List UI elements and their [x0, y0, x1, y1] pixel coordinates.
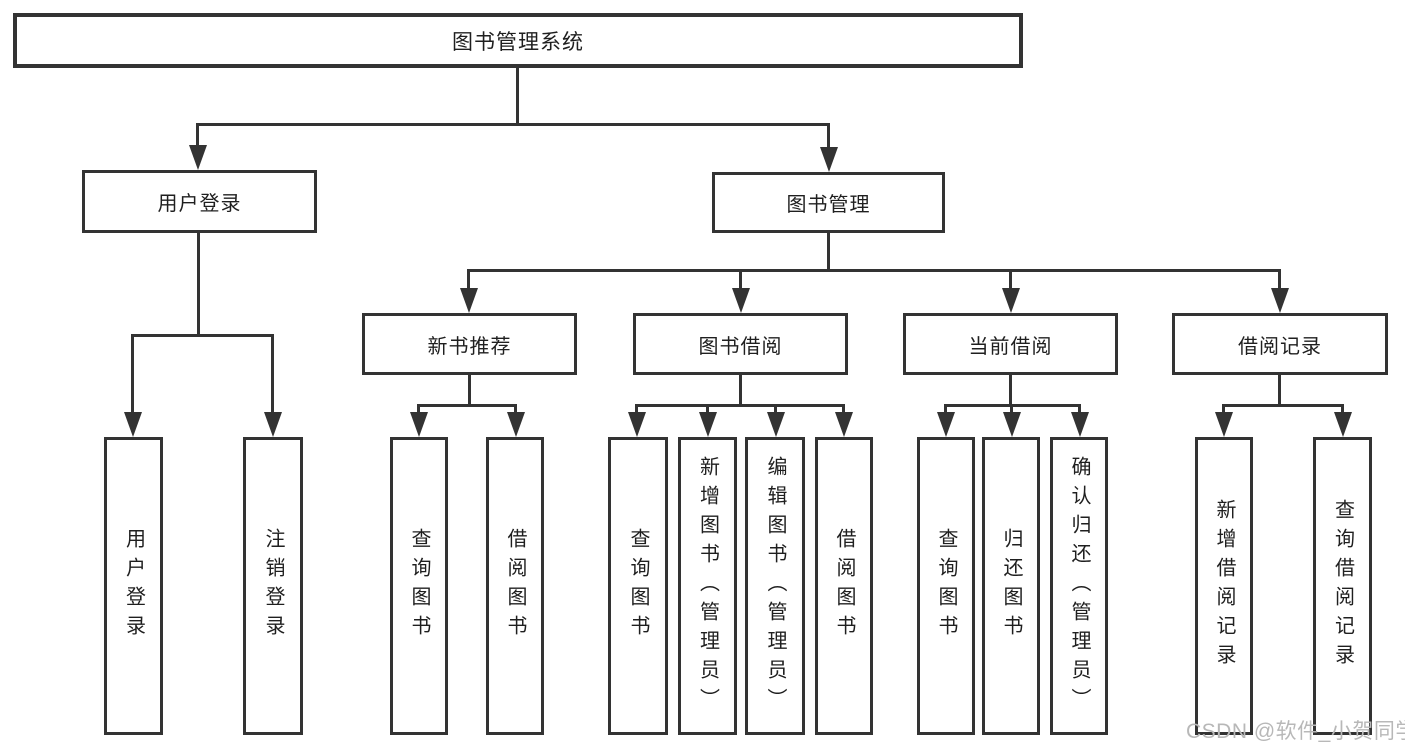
- arrowhead-down-icon: [410, 412, 428, 437]
- connector: [516, 68, 519, 125]
- node-user-login: 用户登录: [82, 170, 317, 233]
- leaf-user-login: 用户登录: [104, 437, 163, 735]
- leaf-add-books-admin: 新增图书（管理员）: [678, 437, 737, 735]
- connector: [1341, 404, 1344, 416]
- leaf-label: 查询图书: [935, 528, 957, 644]
- connector: [827, 233, 830, 272]
- leaf-label: 查询图书: [408, 528, 430, 644]
- arrowhead-down-icon: [937, 412, 955, 437]
- connector: [944, 404, 947, 416]
- node-library-management-system: 图书管理系统: [13, 13, 1023, 68]
- leaf-query-borrow-record: 查询借阅记录: [1313, 437, 1372, 735]
- connector: [197, 233, 200, 337]
- leaf-query-books-borrowing: 查询图书: [608, 437, 668, 735]
- node-book-management: 图书管理: [712, 172, 945, 233]
- arrowhead-down-icon: [732, 288, 750, 313]
- connector: [467, 269, 1281, 272]
- connector: [514, 404, 517, 416]
- connector: [706, 404, 709, 416]
- node-borrowing-records: 借阅记录: [1172, 313, 1388, 375]
- connector: [271, 334, 274, 414]
- connector: [467, 269, 470, 291]
- leaf-label: 归还图书: [1000, 528, 1022, 644]
- arrowhead-down-icon: [1334, 412, 1352, 437]
- arrowhead-down-icon: [507, 412, 525, 437]
- connector: [739, 375, 742, 407]
- connector: [196, 123, 830, 126]
- connector: [1009, 375, 1012, 407]
- leaf-label: 新增借阅记录: [1213, 499, 1235, 673]
- connector: [1078, 404, 1081, 416]
- arrowhead-down-icon: [820, 147, 838, 172]
- leaf-borrow-books: 借阅图书: [815, 437, 873, 735]
- leaf-label: 借阅图书: [504, 528, 526, 644]
- connector: [1278, 269, 1281, 291]
- connector: [635, 404, 638, 416]
- connector: [1009, 269, 1012, 291]
- arrowhead-down-icon: [767, 412, 785, 437]
- connector: [196, 123, 199, 151]
- connector: [842, 404, 845, 416]
- arrowhead-down-icon: [1271, 288, 1289, 313]
- arrowhead-down-icon: [835, 412, 853, 437]
- connector: [417, 404, 517, 407]
- connector: [417, 404, 420, 416]
- node-new-book-recommendation: 新书推荐: [362, 313, 577, 375]
- leaf-add-borrow-record: 新增借阅记录: [1195, 437, 1253, 735]
- arrowhead-down-icon: [189, 145, 207, 170]
- connector: [827, 123, 830, 151]
- leaf-label: 用户登录: [122, 528, 145, 644]
- connector: [1010, 404, 1013, 416]
- leaf-borrow-books-recommend: 借阅图书: [486, 437, 544, 735]
- leaf-label: 确认归还（管理员）: [1068, 455, 1090, 717]
- connector: [1278, 375, 1281, 407]
- arrowhead-down-icon: [1071, 412, 1089, 437]
- arrowhead-down-icon: [1215, 412, 1233, 437]
- connector: [635, 404, 845, 407]
- connector: [739, 269, 742, 291]
- arrowhead-down-icon: [1003, 412, 1021, 437]
- csdn-watermark: CSDN @软件_小贺同学: [1186, 720, 1405, 743]
- leaf-return-books: 归还图书: [982, 437, 1040, 735]
- leaf-label: 查询图书: [627, 528, 649, 644]
- leaf-edit-books-admin: 编辑图书（管理员）: [745, 437, 805, 735]
- leaf-query-books-recommend: 查询图书: [390, 437, 448, 735]
- arrowhead-down-icon: [264, 412, 282, 437]
- connector: [1222, 404, 1225, 416]
- connector: [131, 334, 134, 414]
- node-current-borrowing: 当前借阅: [903, 313, 1118, 375]
- node-book-borrowing: 图书借阅: [633, 313, 848, 375]
- leaf-query-books-current: 查询图书: [917, 437, 975, 735]
- connector: [774, 404, 777, 416]
- connector: [131, 334, 274, 337]
- arrowhead-down-icon: [1002, 288, 1020, 313]
- arrowhead-down-icon: [460, 288, 478, 313]
- leaf-label: 查询借阅记录: [1331, 499, 1354, 673]
- connector: [468, 375, 471, 407]
- leaf-confirm-return-admin: 确认归还（管理员）: [1050, 437, 1108, 735]
- connector: [1222, 404, 1344, 407]
- leaf-label: 注销登录: [262, 528, 284, 644]
- arrowhead-down-icon: [699, 412, 717, 437]
- arrowhead-down-icon: [124, 412, 142, 437]
- leaf-label: 借阅图书: [833, 528, 855, 644]
- arrowhead-down-icon: [628, 412, 646, 437]
- leaf-logout: 注销登录: [243, 437, 303, 735]
- leaf-label: 新增图书（管理员）: [696, 455, 719, 717]
- leaf-label: 编辑图书（管理员）: [764, 455, 786, 717]
